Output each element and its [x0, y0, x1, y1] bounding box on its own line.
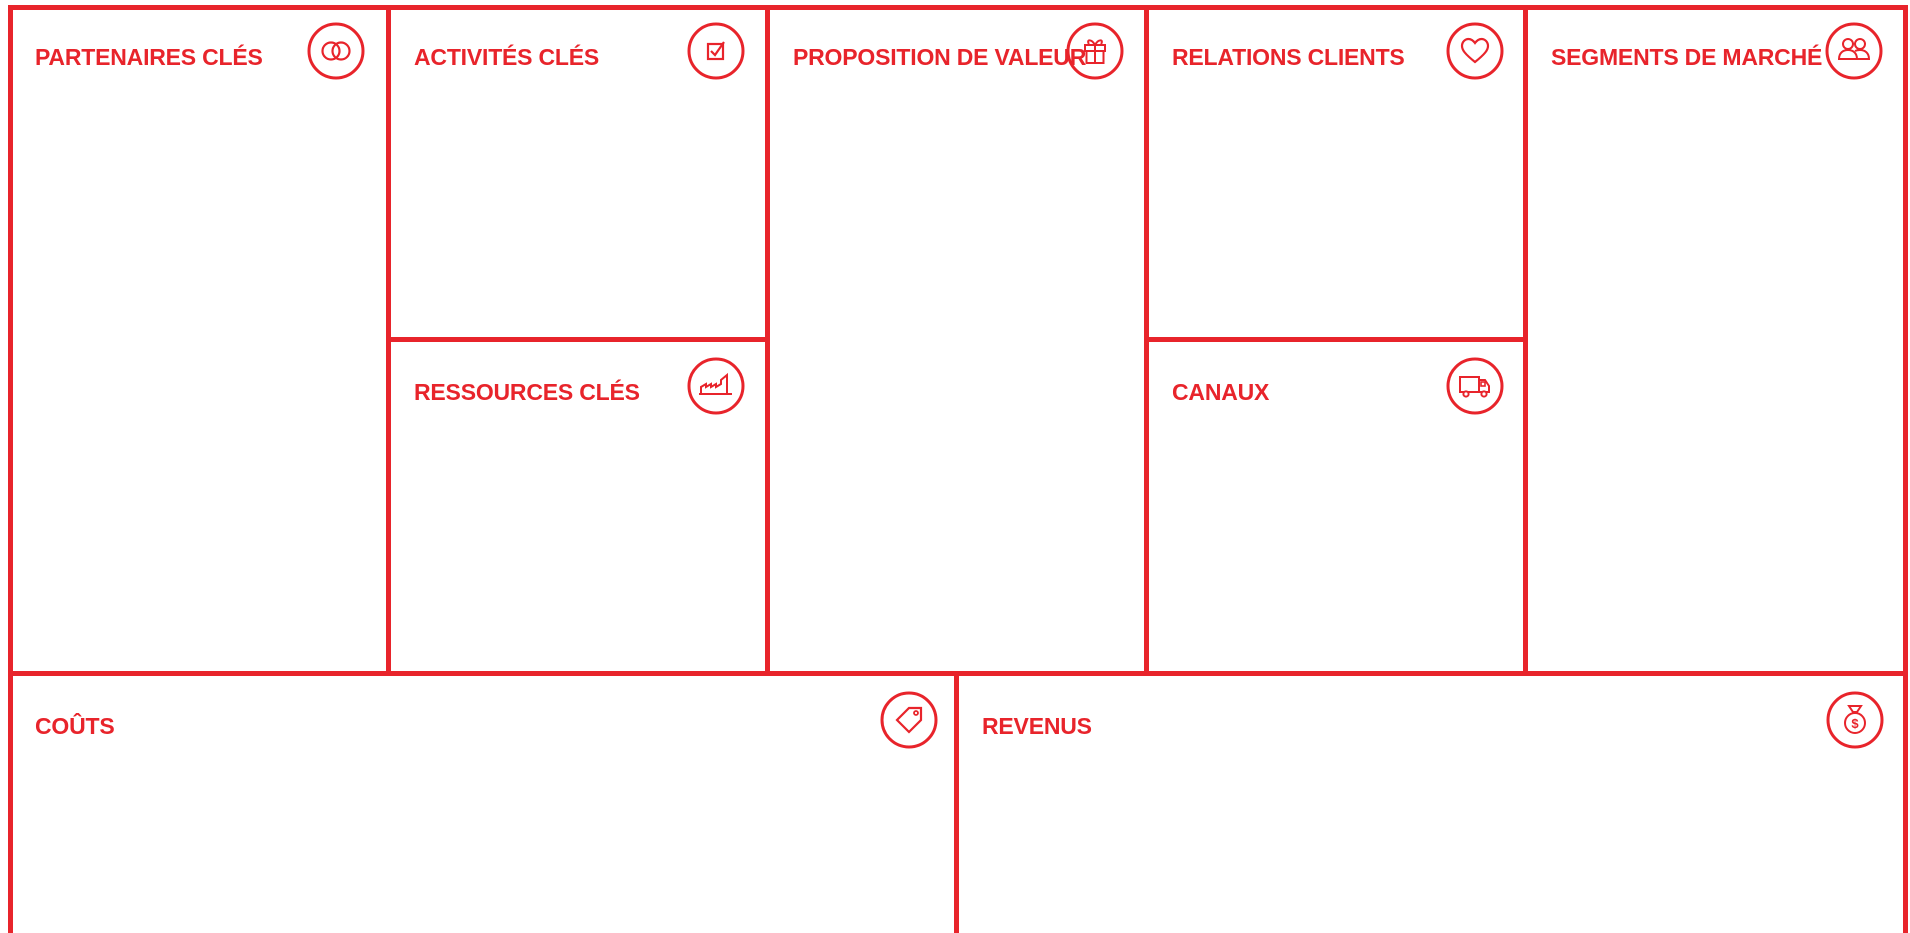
block-title-proposition: PROPOSITION DE VALEUR — [793, 44, 1087, 70]
block-title-revenus: REVENUS — [982, 713, 1092, 739]
heart-icon — [1445, 21, 1505, 81]
people-icon — [1824, 21, 1884, 81]
divider-bottom — [954, 671, 959, 933]
gift-icon — [1065, 21, 1125, 81]
block-title-relations: RELATIONS CLIENTS — [1172, 44, 1405, 70]
block-title-couts: COÛTS — [35, 713, 115, 739]
border-top — [8, 5, 1908, 10]
block-title-canaux: CANAUX — [1172, 379, 1270, 405]
rings-icon — [306, 21, 366, 81]
block-title-ressources: RESSOURCES CLÉS — [414, 379, 640, 405]
divider-activites-ressources — [386, 337, 770, 342]
money-bag-icon: $ — [1825, 690, 1885, 750]
block-title-partenaires: PARTENAIRES CLÉS — [35, 44, 263, 70]
factory-icon — [686, 356, 746, 416]
border-right — [1903, 5, 1908, 933]
block-title-segments: SEGMENTS DE MARCHÉ — [1551, 44, 1823, 70]
checkbox-icon — [686, 21, 746, 81]
price-tag-icon — [879, 690, 939, 750]
border-left — [8, 5, 13, 933]
truck-icon — [1445, 356, 1505, 416]
block-title-activites: ACTIVITÉS CLÉS — [414, 44, 600, 70]
divider-relations-canaux — [1144, 337, 1528, 342]
svg-text:$: $ — [1851, 716, 1859, 731]
